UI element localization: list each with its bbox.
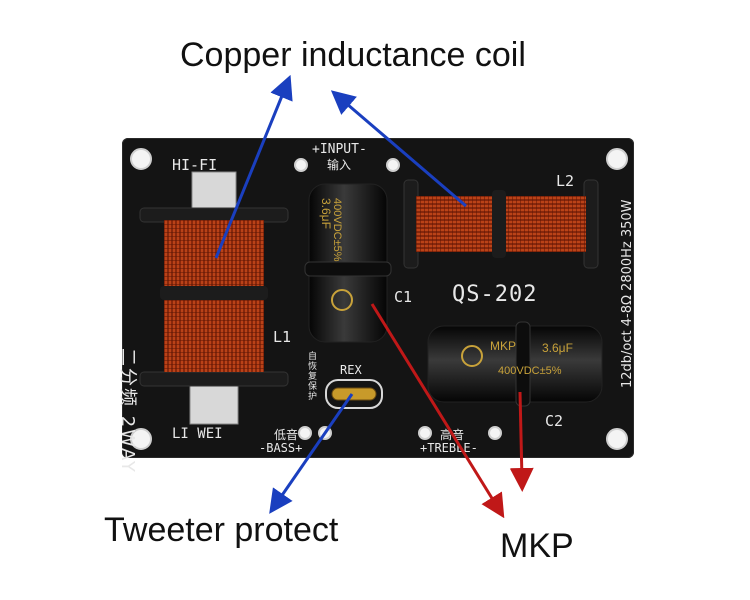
hifi-label: HI-FI <box>172 156 218 174</box>
c1-label: C1 <box>394 288 413 306</box>
mkp-callout: MKP <box>500 527 574 565</box>
terminal-hole <box>294 158 308 172</box>
tweeter-protect-callout: Tweeter protect <box>104 511 339 549</box>
bass-cn-label: 低音 <box>274 428 299 442</box>
inductor-l2 <box>403 179 599 269</box>
copper-coil-callout: Copper inductance coil <box>180 36 526 74</box>
input-cn-label: 输入 <box>327 158 352 172</box>
inductor-l1 <box>139 171 289 425</box>
mounting-hole <box>130 148 152 170</box>
capacitor-c1 <box>304 183 392 343</box>
cap-c2-voltage: 400VDC±5% <box>498 365 562 377</box>
c2-label: C2 <box>545 412 564 430</box>
terminal-hole <box>488 426 502 440</box>
rex-protection-fuse <box>325 379 383 409</box>
cap-c2-value: 3.6μF <box>542 341 573 355</box>
tweeter-protect-arrow <box>269 393 354 514</box>
copper-coil-arrow <box>330 90 467 208</box>
mounting-hole <box>130 428 152 450</box>
bass-label: -BASS+ <box>259 441 303 455</box>
terminal-hole <box>418 426 432 440</box>
terminal-hole <box>386 158 400 172</box>
input-label: +INPUT- <box>312 142 367 157</box>
liwei-label: LI WEI <box>172 426 223 442</box>
model-label: QS-202 <box>452 282 538 307</box>
rex-label: REX <box>340 363 362 377</box>
mkp-arrow <box>370 303 505 519</box>
copper-coil-arrow <box>214 74 293 259</box>
cap-c1-value: 3.6μF <box>319 198 333 229</box>
capacitor-c2 <box>427 321 603 407</box>
l2-label: L2 <box>556 172 575 190</box>
mounting-hole <box>606 428 628 450</box>
cap-c1-voltage: 400VDC±5% <box>331 198 343 262</box>
cap-brand-label: MKP <box>490 339 516 353</box>
mounting-hole <box>606 148 628 170</box>
terminal-hole <box>298 426 312 440</box>
l1-label: L1 <box>273 328 292 346</box>
self-reset-label: 自恢复保护 <box>308 352 318 402</box>
mkp-arrow <box>509 391 534 492</box>
